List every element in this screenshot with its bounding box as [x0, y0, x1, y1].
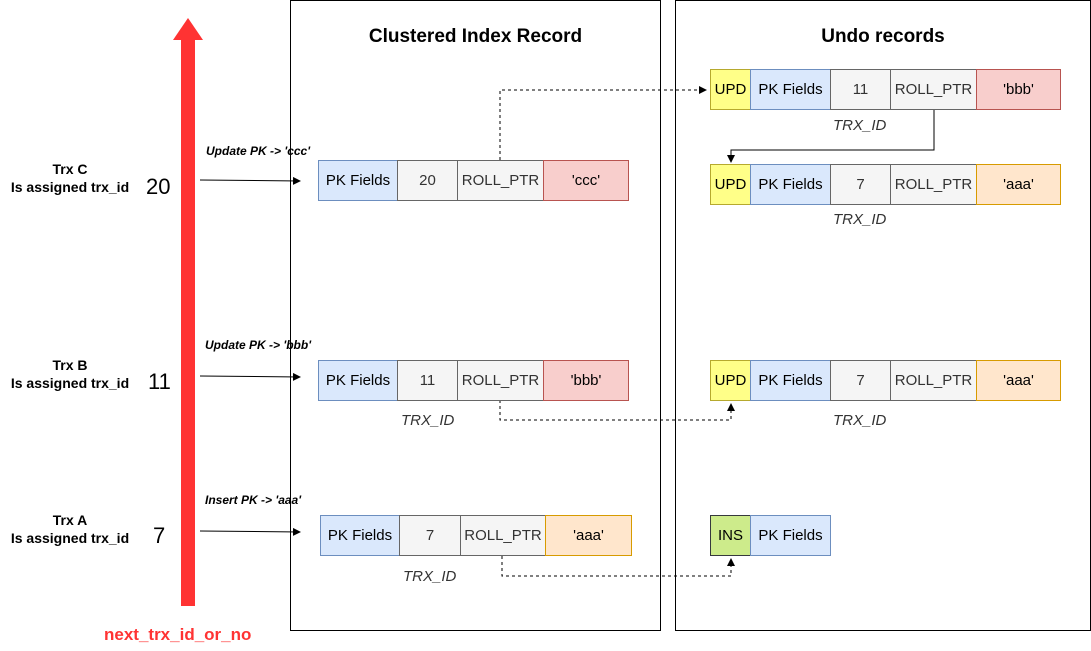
- clustered-a-value: 'aaa': [545, 515, 632, 556]
- clustered-a-trx-id: 7: [399, 515, 461, 556]
- clustered-index-title: Clustered Index Record: [368, 26, 583, 47]
- timeline-arrow: [173, 18, 203, 606]
- clustered-c-roll-ptr: ROLL_PTR: [457, 160, 544, 201]
- clustered-c-value: 'ccc': [543, 160, 629, 201]
- clustered-c-pk-fields: PK Fields: [318, 160, 398, 201]
- undo-2-type: UPD: [710, 164, 751, 205]
- undo-3-trx-label: TRX_ID: [833, 412, 887, 429]
- undo-1-pk-fields: PK Fields: [750, 69, 831, 110]
- clustered-a-trx-label: TRX_ID: [403, 568, 457, 585]
- clustered-b-trx-label: TRX_ID: [401, 412, 455, 429]
- trx-a-id: 7: [153, 523, 166, 548]
- arrow-trx-b: [199, 372, 301, 381]
- undo-3-roll-ptr: ROLL_PTR: [890, 360, 977, 401]
- undo-3-trx-id: 7: [830, 360, 891, 401]
- clustered-b-roll-ptr: ROLL_PTR: [457, 360, 544, 401]
- undo-2-trx-label: TRX_ID: [833, 211, 887, 228]
- undo-3-value: 'aaa': [976, 360, 1061, 401]
- clustered-a-roll-ptr: ROLL_PTR: [460, 515, 546, 556]
- undo-1-trx-label: TRX_ID: [833, 117, 887, 134]
- clustered-b-pk-fields: PK Fields: [318, 360, 398, 401]
- undo-chain-u1-to-u2: [727, 110, 935, 163]
- trx-b-id: 11: [148, 369, 171, 394]
- undo-2-roll-ptr: ROLL_PTR: [890, 164, 977, 205]
- undo-3-type: UPD: [710, 360, 751, 401]
- trx-c-id: 20: [146, 174, 171, 199]
- undo-1-trx-id: 11: [830, 69, 891, 110]
- arrow-trx-a: [199, 527, 301, 536]
- clustered-a-pk-fields: PK Fields: [320, 515, 400, 556]
- undo-2-pk-fields: PK Fields: [750, 164, 831, 205]
- undo-4-type: INS: [710, 515, 751, 556]
- rollptr-c-to-u1: [499, 86, 707, 160]
- op-label-a: Insert PK -> 'aaa': [205, 493, 302, 507]
- clustered-b-value: 'bbb': [543, 360, 629, 401]
- timeline-label: next_trx_id_or_no: [104, 625, 252, 644]
- undo-2-trx-id: 7: [830, 164, 891, 205]
- op-label-c: Update PK -> 'ccc': [206, 144, 311, 158]
- clustered-c-trx-id: 20: [397, 160, 458, 201]
- undo-3-pk-fields: PK Fields: [750, 360, 831, 401]
- undo-1-roll-ptr: ROLL_PTR: [890, 69, 977, 110]
- undo-records-title: Undo records: [821, 26, 945, 47]
- clustered-b-trx-id: 11: [397, 360, 458, 401]
- rollptr-a-to-u4: [501, 556, 735, 577]
- undo-1-type: UPD: [710, 69, 751, 110]
- op-label-b: Update PK -> 'bbb': [205, 338, 312, 352]
- undo-4-pk-fields: PK Fields: [750, 515, 831, 556]
- rollptr-b-to-u3: [499, 400, 735, 421]
- undo-1-value: 'bbb': [976, 69, 1061, 110]
- arrow-trx-c: [199, 176, 301, 185]
- undo-2-value: 'aaa': [976, 164, 1061, 205]
